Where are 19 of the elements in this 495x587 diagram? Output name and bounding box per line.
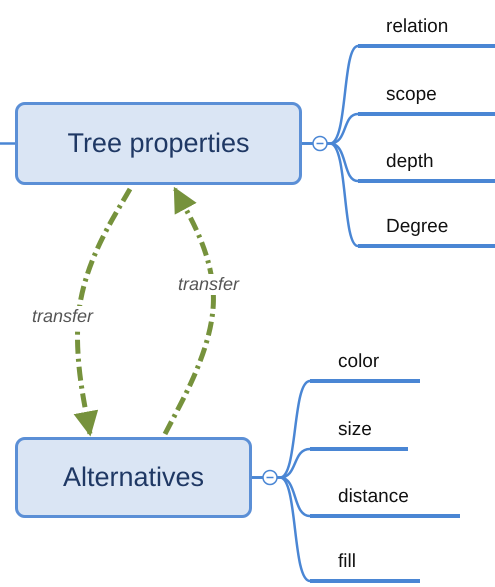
edge-label: transfer [30, 306, 96, 327]
topic-label: color [338, 351, 380, 373]
branch-line [252, 476, 311, 582]
branch-line [302, 142, 359, 248]
topic-label: Alternatives [62, 462, 204, 493]
topic-label: Tree properties [67, 128, 250, 159]
topic-label: depth [386, 151, 434, 173]
edge-label: transfer [176, 274, 242, 295]
dashed-arrow [162, 186, 216, 436]
topic-label: relation [386, 16, 448, 38]
topic-label: scope [386, 84, 437, 106]
topic-label: fill [338, 551, 356, 573]
topic-label: Degree [386, 216, 448, 238]
topic-box [15, 437, 252, 518]
dashed-arrow [74, 188, 132, 436]
topic-label: distance [338, 486, 409, 508]
topic-box [15, 102, 302, 185]
topic-label: size [338, 419, 372, 441]
branch-line [0, 142, 15, 145]
